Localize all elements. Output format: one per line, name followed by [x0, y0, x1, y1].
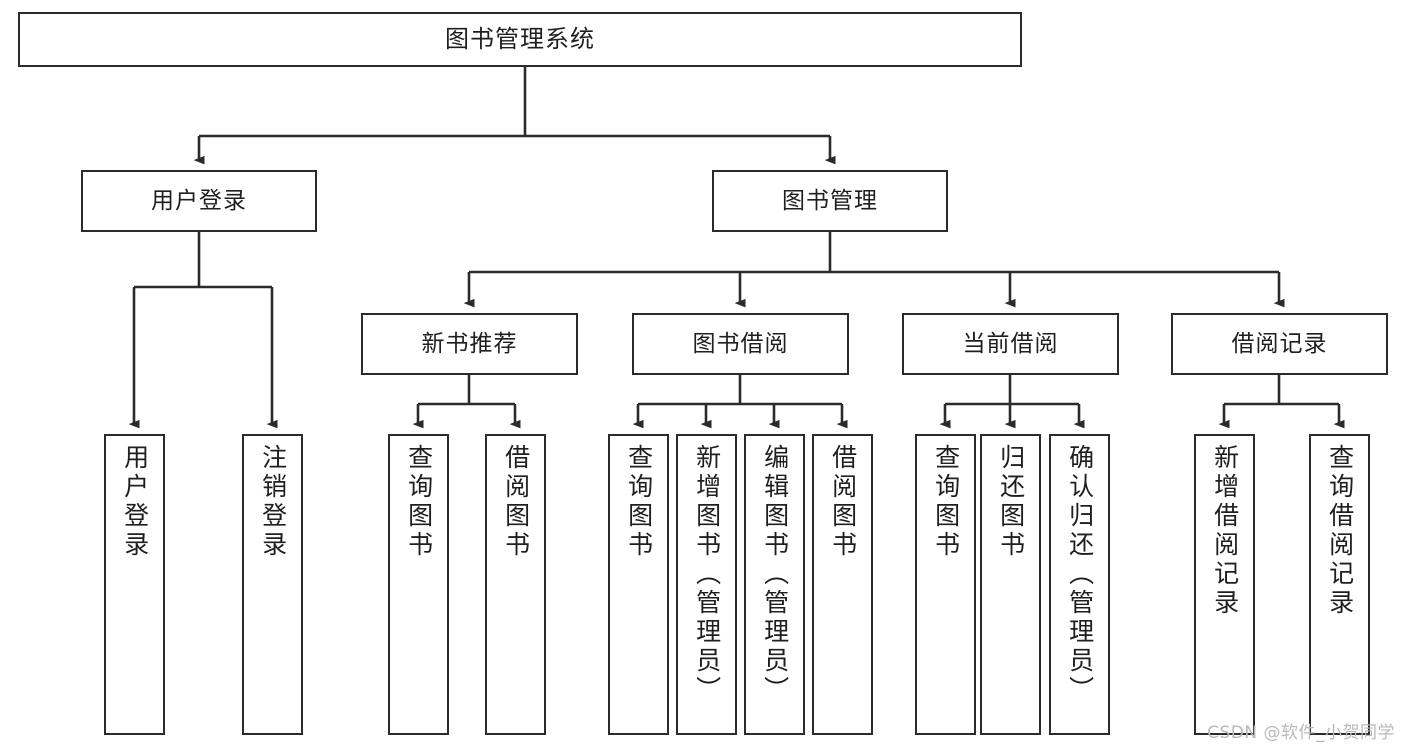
node-new-book-rec[interactable]: 新书推荐	[361, 313, 578, 375]
node-user-login-label: 用户登录	[151, 187, 247, 214]
node-leaf-add-record[interactable]: 新增借阅记录	[1194, 434, 1255, 735]
node-leaf-query-book-2-label: 查询图书	[624, 444, 654, 560]
node-leaf-edit-book[interactable]: 编辑图书（管理员）	[744, 434, 805, 735]
node-book-manage-label: 图书管理	[782, 187, 878, 214]
node-leaf-user-logout-label: 注销登录	[258, 444, 288, 560]
node-leaf-return-book[interactable]: 归还图书	[980, 434, 1041, 735]
node-leaf-query-book-3-label: 查询图书	[931, 444, 961, 560]
node-leaf-return-book-label: 归还图书	[996, 444, 1026, 560]
node-leaf-borrow-book-2-label: 借阅图书	[828, 444, 858, 560]
node-book-borrow[interactable]: 图书借阅	[632, 313, 849, 375]
node-leaf-add-record-label: 新增借阅记录	[1210, 444, 1240, 618]
node-borrow-record[interactable]: 借阅记录	[1171, 313, 1388, 375]
node-leaf-query-book-2[interactable]: 查询图书	[608, 434, 669, 735]
node-leaf-query-record[interactable]: 查询借阅记录	[1309, 434, 1370, 735]
node-book-borrow-label: 图书借阅	[692, 330, 789, 357]
watermark: CSDN @软件_小贺同学	[1207, 723, 1395, 743]
node-leaf-user-login[interactable]: 用户登录	[104, 434, 165, 735]
node-root-label: 图书管理系统	[445, 24, 595, 53]
node-leaf-borrow-book-1[interactable]: 借阅图书	[485, 434, 546, 735]
node-current-borrow[interactable]: 当前借阅	[902, 313, 1119, 375]
node-leaf-add-book-label: 新增图书（管理员）	[692, 444, 722, 705]
node-leaf-query-record-label: 查询借阅记录	[1325, 444, 1355, 618]
node-leaf-user-login-label: 用户登录	[120, 444, 150, 560]
node-leaf-edit-book-label: 编辑图书（管理员）	[760, 444, 790, 705]
node-root[interactable]: 图书管理系统	[18, 12, 1022, 67]
node-leaf-confirm-return-label: 确认归还（管理员）	[1065, 444, 1095, 705]
node-leaf-user-logout[interactable]: 注销登录	[242, 434, 303, 735]
node-book-manage[interactable]: 图书管理	[712, 170, 948, 232]
node-leaf-query-book-1[interactable]: 查询图书	[388, 434, 449, 735]
node-leaf-borrow-book-2[interactable]: 借阅图书	[812, 434, 873, 735]
node-borrow-record-label: 借阅记录	[1231, 330, 1328, 357]
node-new-book-rec-label: 新书推荐	[421, 330, 518, 357]
node-user-login[interactable]: 用户登录	[81, 170, 317, 232]
node-leaf-query-book-3[interactable]: 查询图书	[915, 434, 976, 735]
node-leaf-borrow-book-1-label: 借阅图书	[501, 444, 531, 560]
node-leaf-confirm-return[interactable]: 确认归还（管理员）	[1049, 434, 1110, 735]
node-leaf-query-book-1-label: 查询图书	[404, 444, 434, 560]
node-leaf-add-book[interactable]: 新增图书（管理员）	[676, 434, 737, 735]
node-current-borrow-label: 当前借阅	[962, 330, 1059, 357]
